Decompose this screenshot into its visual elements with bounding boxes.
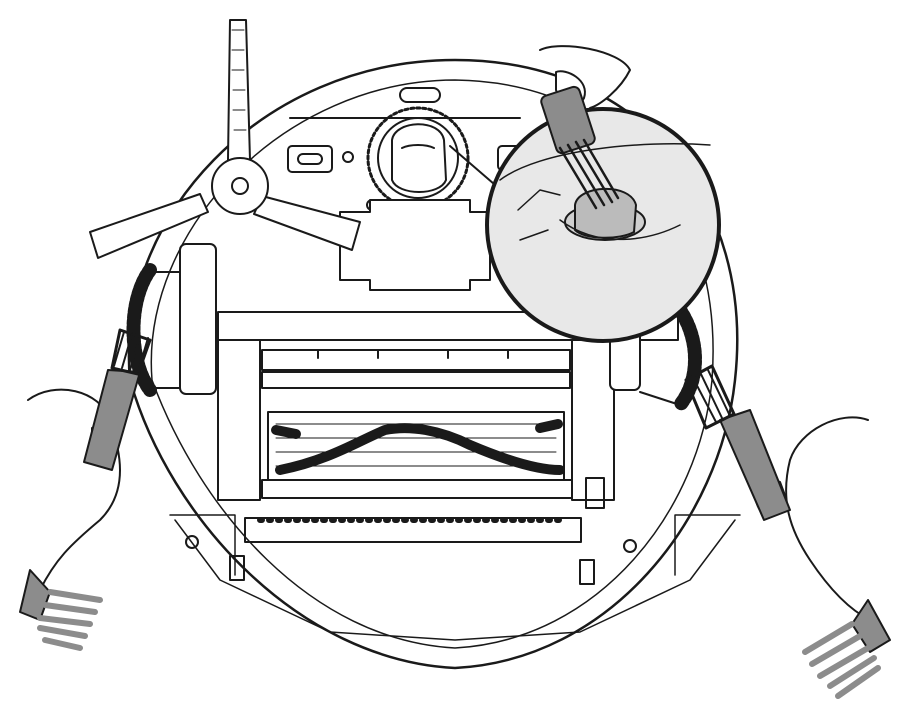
left-cleaning-tool xyxy=(19,328,152,651)
top-sensors xyxy=(287,87,529,173)
top-cleaning-tool xyxy=(539,45,631,210)
right-drive-wheel xyxy=(609,303,702,412)
caster-wheel xyxy=(366,106,470,211)
dust-bin-panel xyxy=(339,199,491,291)
zoom-callout xyxy=(449,107,721,343)
side-brush xyxy=(89,19,361,259)
right-cleaning-tool xyxy=(684,364,891,699)
left-drive-wheel xyxy=(126,243,217,397)
